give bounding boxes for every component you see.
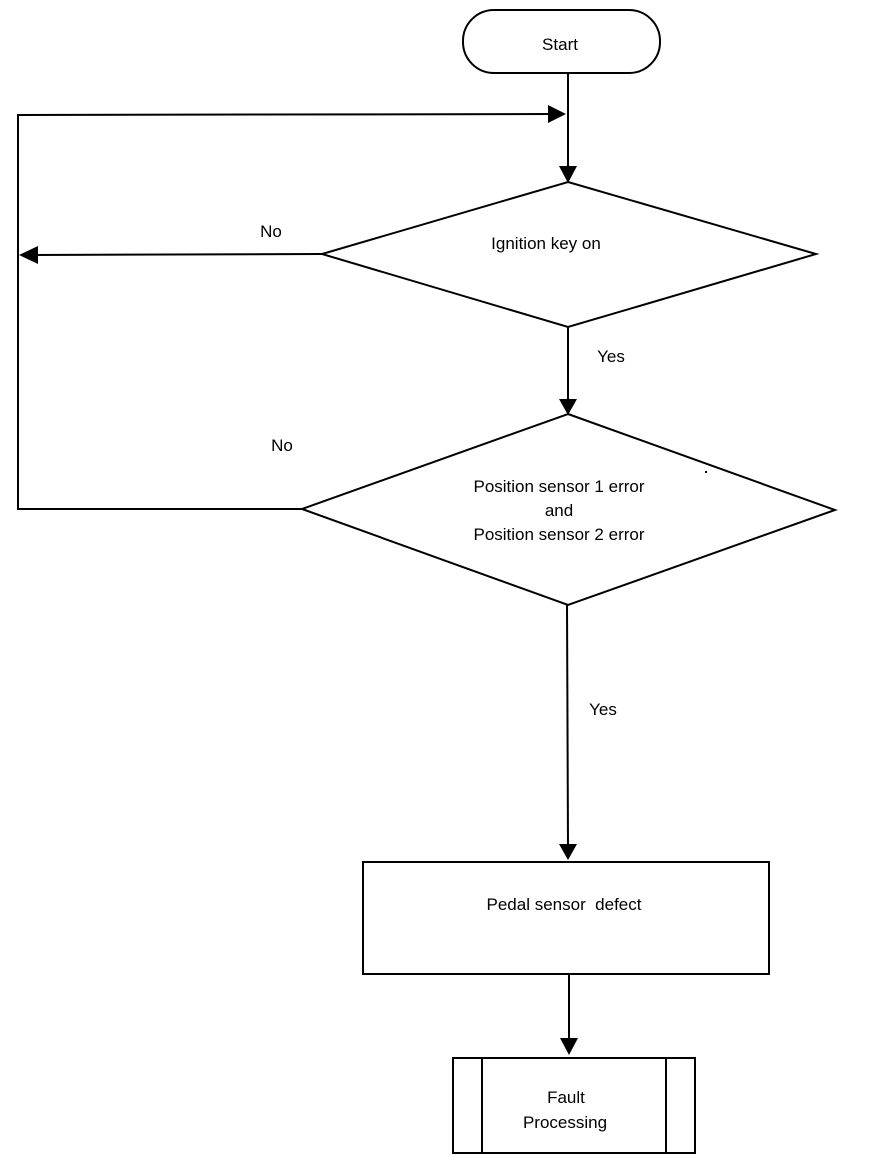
connector-position-no-loop (17, 113, 553, 510)
fault-processing-box (452, 1057, 696, 1154)
edge-label-position-yes: Yes (589, 700, 617, 719)
pedal-defect-process-box (362, 861, 770, 975)
edge-label-position-no: No (271, 436, 293, 455)
connector-position-yes (566, 604, 569, 847)
pedal-defect-label: Pedal sensor defect (487, 895, 642, 914)
arrowhead-into-ignition (559, 166, 577, 183)
start-label: Start (542, 35, 578, 54)
edge-label-ignition-no: No (260, 222, 282, 241)
arrowhead-into-fault-processing (560, 1038, 578, 1055)
position-sensor-label-line3: Position sensor 2 error (473, 525, 644, 544)
ignition-decision-diamond (318, 180, 820, 329)
connector-ignition-no (33, 253, 323, 256)
edge-label-ignition-yes: Yes (597, 347, 625, 366)
position-sensor-label-line2: and (545, 501, 573, 520)
fault-processing-label-line1: Fault (547, 1088, 585, 1107)
start-terminator-shape (462, 9, 661, 74)
pedal-defect-node: Pedal sensor defect (362, 861, 770, 975)
position-sensor-label-line1: Position sensor 1 error (473, 477, 644, 496)
stray-dot-mark (705, 471, 707, 473)
start-node: Start (462, 9, 661, 74)
position-sensor-decision-node: Position sensor 1 error and Position sen… (299, 412, 838, 607)
fault-processing-node: Fault Processing (452, 1057, 696, 1154)
arrowhead-loop-return (548, 105, 566, 123)
arrowhead-into-position-check (559, 399, 577, 415)
ignition-decision-label: Ignition key on (491, 234, 601, 253)
arrowhead-into-pedal-defect (559, 844, 577, 860)
ignition-decision-node: Ignition key on (318, 180, 820, 329)
arrowhead-ignition-no-left (19, 246, 38, 264)
fault-processing-label-line2: Processing (523, 1113, 607, 1132)
